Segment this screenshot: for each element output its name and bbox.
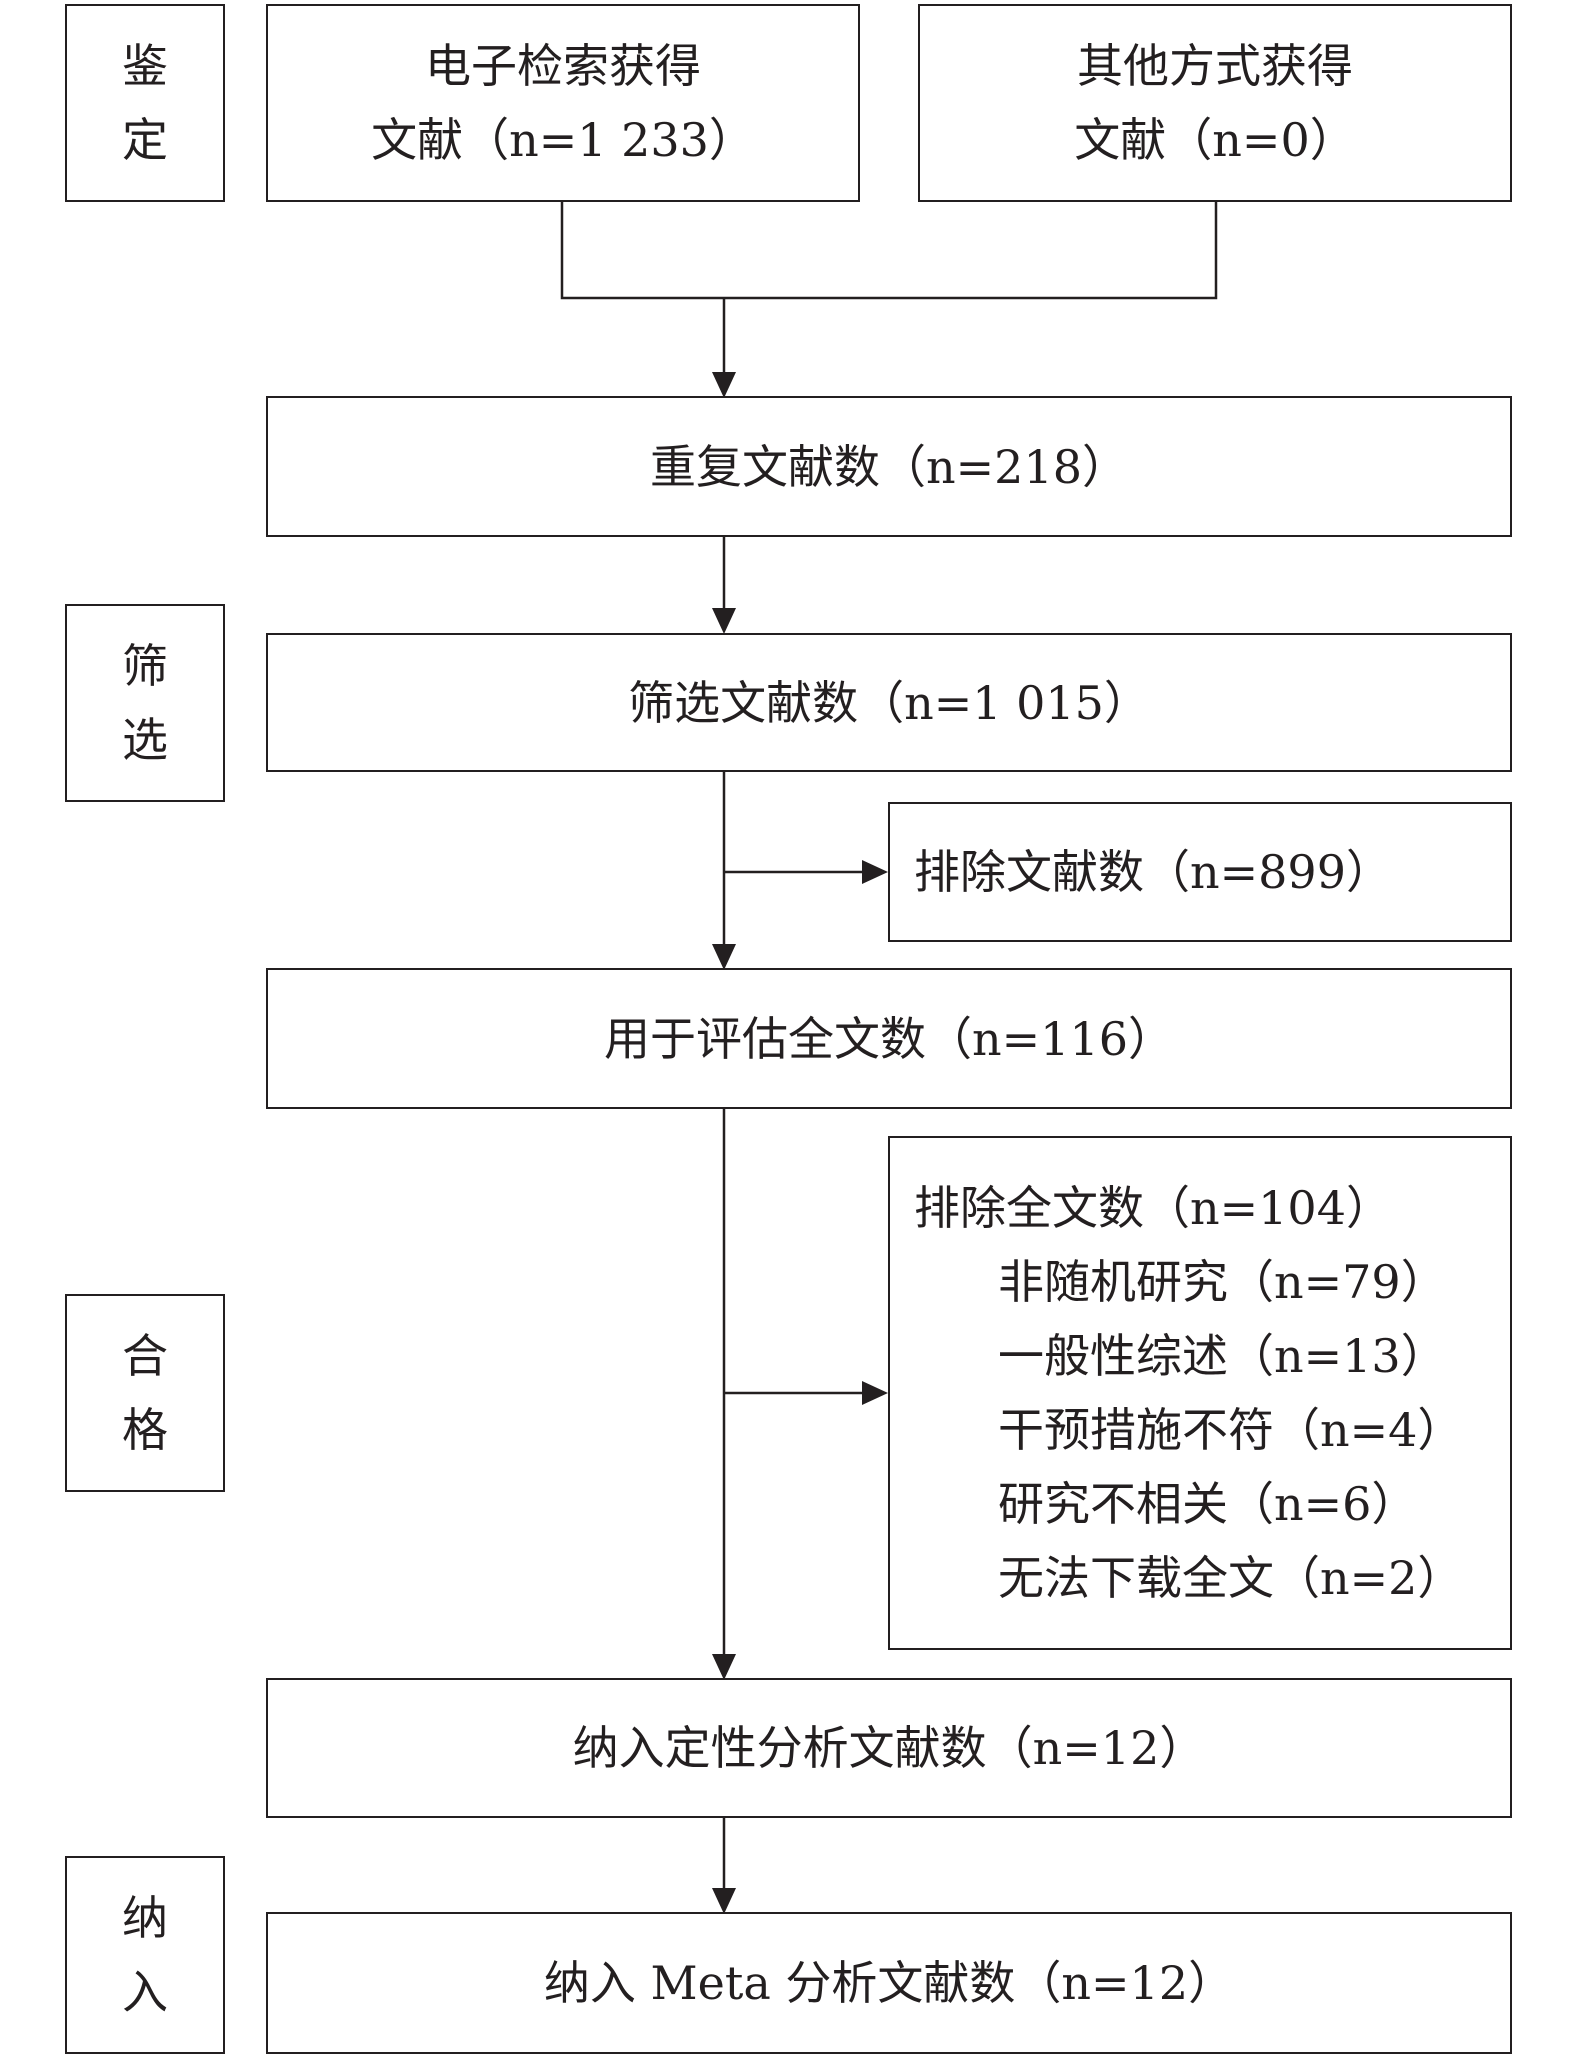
arrowhead-1 <box>712 372 736 398</box>
exclusion-reason: 研究不相关（n=6） <box>998 1477 1418 1531</box>
arrowhead-4 <box>862 860 888 884</box>
exclusion-reason: 无法下载全文（n=2） <box>998 1551 1464 1605</box>
box-line: 文献（n=1 233） <box>371 113 755 167</box>
box-fulltext-assessed: 用于评估全文数（n=116） <box>266 968 1512 1109</box>
exclusion-reason: 干预措施不符（n=4） <box>998 1403 1464 1457</box>
stage-char: 筛 <box>122 639 168 693</box>
arrowhead-6 <box>862 1381 888 1405</box>
stage-char: 纳 <box>122 1891 168 1945</box>
stage-char: 选 <box>122 713 168 767</box>
stage-identification: 鉴 定 <box>65 4 225 202</box>
stage-screening: 筛 选 <box>65 604 225 802</box>
box-excluded-fulltext: 排除全文数（n=104） 非随机研究（n=79） 一般性综述（n=13） 干预措… <box>888 1136 1512 1650</box>
stage-char: 入 <box>122 1965 168 2019</box>
box-line: 用于评估全文数（n=116） <box>604 1011 1174 1066</box>
box-line: 重复文献数（n=218） <box>650 439 1128 494</box>
stage-char: 定 <box>122 113 168 167</box>
box-qualitative: 纳入定性分析文献数（n=12） <box>266 1678 1512 1818</box>
box-screened: 筛选文献数（n=1 015） <box>266 633 1512 772</box>
box-other-sources: 其他方式获得 文献（n=0） <box>918 4 1512 202</box>
box-line: 其他方式获得 <box>1077 39 1353 93</box>
exclusion-reason: 一般性综述（n=13） <box>998 1329 1447 1383</box>
box-line: 纳入定性分析文献数（n=12） <box>572 1721 1206 1775</box>
stage-char: 合 <box>122 1329 168 1383</box>
box-meta: 纳入 Meta 分析文献数（n=12） <box>266 1912 1512 2054</box>
stage-included: 纳 入 <box>65 1856 225 2054</box>
merge-connector <box>560 200 1218 300</box>
box-line: 筛选文献数（n=1 015） <box>628 675 1150 730</box>
box-line: 文献（n=0） <box>1074 113 1356 167</box>
box-line: 排除文献数（n=899） <box>914 845 1392 899</box>
box-duplicates: 重复文献数（n=218） <box>266 396 1512 537</box>
arrowhead-5 <box>712 1654 736 1680</box>
excluded-fulltext-title: 排除全文数（n=104） <box>914 1181 1392 1235</box>
arrowhead-7 <box>712 1888 736 1914</box>
box-electronic-search: 电子检索获得 文献（n=1 233） <box>266 4 860 202</box>
stage-char: 鉴 <box>122 39 168 93</box>
stage-eligibility: 合 格 <box>65 1294 225 1492</box>
box-line: 纳入 Meta 分析文献数（n=12） <box>543 1956 1235 2010</box>
arrowhead-2 <box>712 608 736 634</box>
box-line: 电子检索获得 <box>425 39 701 93</box>
exclusion-reason: 非随机研究（n=79） <box>998 1255 1447 1309</box>
box-excluded-records: 排除文献数（n=899） <box>888 802 1512 942</box>
arrowhead-3 <box>712 944 736 970</box>
stage-char: 格 <box>122 1403 168 1457</box>
